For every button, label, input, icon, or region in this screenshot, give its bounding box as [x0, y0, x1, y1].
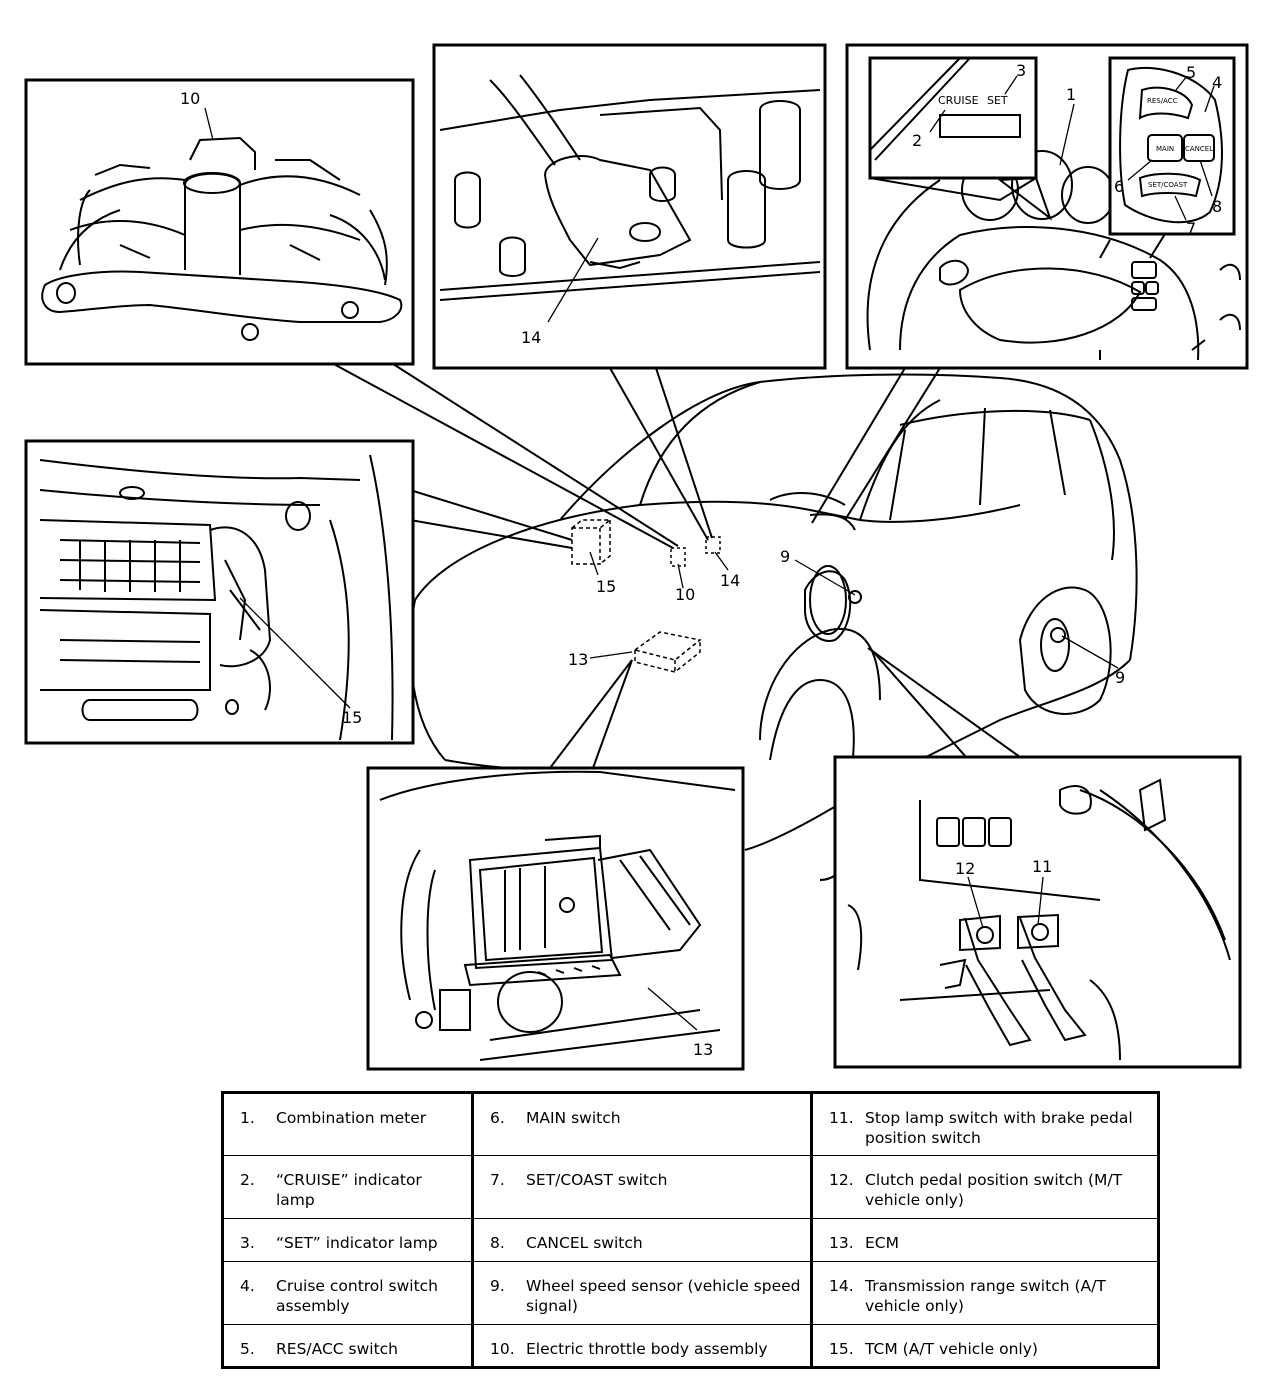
legend-item: 6. MAIN switch: [474, 1094, 813, 1156]
legend-item: 12. Clutch pedal position switch (M/T veh…: [813, 1156, 1157, 1219]
legend-item-text: CANCEL switch: [526, 1234, 643, 1252]
legend-item-number: 8.: [490, 1234, 505, 1252]
legend-item-text: Wheel speed sensor (vehicle speed signal…: [526, 1277, 801, 1315]
callout-14-inset: 14: [521, 328, 541, 347]
callout-2: 2: [912, 131, 922, 150]
callout-8: 8: [1212, 197, 1222, 216]
cancel-switch-text: CANCEL: [1185, 145, 1213, 153]
set-indicator-text: SET: [987, 94, 1008, 107]
legend-item-text: Stop lamp switch with brake pedal positi…: [865, 1109, 1133, 1147]
callout-pointer-lines: [589, 551, 1119, 669]
callout-5: 5: [1186, 63, 1196, 82]
legend-item-number: 7.: [490, 1171, 505, 1189]
main-switch-text: MAIN: [1156, 145, 1174, 153]
legend-item-number: 13.: [829, 1234, 854, 1252]
callout-11: 11: [1032, 857, 1052, 876]
legend-item-number: 3.: [240, 1234, 255, 1252]
inset-pedal-switches: 12 11: [833, 755, 1242, 1069]
callout-6: 6: [1114, 177, 1124, 196]
legend-item-text: TCM (A/T vehicle only): [865, 1340, 1038, 1358]
legend-item-text: ECM: [865, 1234, 899, 1252]
callout-7: 7: [1186, 219, 1196, 238]
legend-item-text: “CRUISE” indicator lamp: [276, 1171, 422, 1209]
inset-transmission-range-switch: 14: [432, 43, 827, 370]
legend-item: 13. ECM: [813, 1219, 1157, 1262]
legend-item: 8. CANCEL switch: [474, 1219, 813, 1262]
callout-1: 1: [1066, 85, 1076, 104]
legend-item-number: 2.: [240, 1171, 255, 1189]
legend-item: 15. TCM (A/T vehicle only): [813, 1325, 1157, 1369]
callout-12: 12: [955, 859, 975, 878]
legend-item-number: 10.: [490, 1340, 515, 1358]
legend-item-text: “SET” indicator lamp: [276, 1234, 438, 1252]
legend-item-text: Clutch pedal position switch (M/T vehicl…: [865, 1171, 1123, 1209]
throttle-body-box-on-vehicle: [670, 547, 686, 567]
inset-steering-switch: CRUISE SET 3 2 RES/ACC MAIN CANCEL SET/C…: [845, 43, 1249, 370]
legend-item-text: Cruise control switch assembly: [276, 1277, 439, 1315]
inset-ecm: 13: [366, 766, 745, 1071]
legend-item-number: 1.: [240, 1109, 255, 1127]
wheel-speed-sensor-front: [809, 565, 862, 635]
legend-item-number: 9.: [490, 1277, 505, 1295]
res-acc-switch-text: RES/ACC: [1147, 97, 1178, 105]
callout-3: 3: [1016, 61, 1026, 80]
legend-table: 1. Combination meter 6. MAIN switch 11. Stop …: [221, 1091, 1160, 1369]
legend-item: 2. “CRUISE” indicator lamp: [224, 1156, 474, 1219]
legend-item-number: 5.: [240, 1340, 255, 1358]
set-coast-switch-text: SET/COAST: [1148, 181, 1188, 189]
callout-15-vehicle: 15: [596, 577, 616, 596]
legend-item-number: 6.: [490, 1109, 505, 1127]
inset-tcm: 15: [24, 439, 415, 745]
callout-14-vehicle: 14: [720, 571, 740, 590]
legend-item-number: 14.: [829, 1277, 854, 1295]
cruise-indicator-text: CRUISE: [938, 94, 979, 107]
ecm-box-on-vehicle: [633, 631, 702, 673]
legend-item: 9. Wheel speed sensor (vehicle speed sign…: [474, 1262, 813, 1325]
callout-9-front: 9: [780, 547, 790, 566]
inset-throttle-body: 10: [24, 78, 415, 366]
wheel-speed-sensor-rear: [1040, 618, 1070, 672]
callout-15-inset: 15: [342, 708, 362, 727]
callout-10-vehicle: 10: [675, 585, 695, 604]
legend-item-number: 11.: [829, 1109, 854, 1127]
legend-item: 5. RES/ACC switch: [224, 1325, 474, 1369]
component-location-diagram: 9 9 15 10 14 13 10: [24, 43, 1249, 1071]
legend-item: 11. Stop lamp switch with brake pedal pos…: [813, 1094, 1157, 1156]
legend-item-number: 12.: [829, 1171, 854, 1189]
legend-item-text: MAIN switch: [526, 1109, 621, 1127]
callout-13-vehicle: 13: [568, 650, 588, 669]
legend-item: 7. SET/COAST switch: [474, 1156, 813, 1219]
legend-item: 10. Electric throttle body assembly: [474, 1325, 813, 1369]
transmission-range-switch-box-on-vehicle: [705, 536, 721, 554]
legend-item: 14. Transmission range switch (A/T vehicl…: [813, 1262, 1157, 1325]
leader-lines: [329, 361, 1021, 769]
legend-item-number: 4.: [240, 1277, 255, 1295]
callout-13-inset: 13: [693, 1040, 713, 1059]
legend-item: 1. Combination meter: [224, 1094, 474, 1156]
legend-item-text: Transmission range switch (A/T vehicle o…: [865, 1277, 1106, 1315]
legend-item-text: Combination meter: [276, 1109, 427, 1127]
callout-10-inset: 10: [180, 89, 200, 108]
legend-item: 4. Cruise control switch assembly: [224, 1262, 474, 1325]
callout-4: 4: [1212, 73, 1222, 92]
tcm-box-on-vehicle: [571, 519, 613, 565]
vehicle-outline: [409, 373, 1138, 881]
legend-item-text: Electric throttle body assembly: [526, 1340, 768, 1358]
legend-item: 3. “SET” indicator lamp: [224, 1219, 474, 1262]
legend-item-text: RES/ACC switch: [276, 1340, 399, 1358]
legend-item-text: SET/COAST switch: [526, 1171, 668, 1189]
legend-item-number: 15.: [829, 1340, 854, 1358]
callout-9-rear: 9: [1115, 668, 1125, 687]
